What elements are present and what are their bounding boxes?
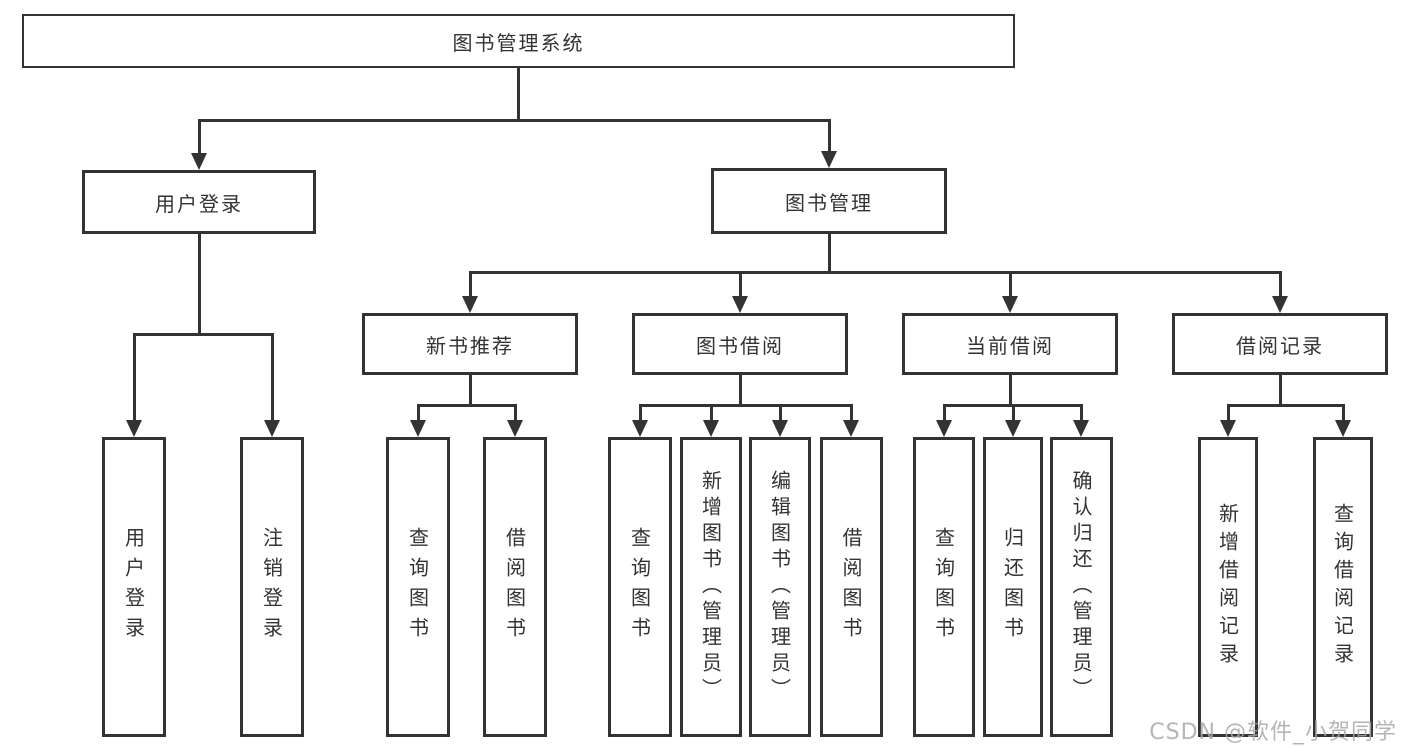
connector-book-borrow-stem <box>739 375 742 407</box>
leaf-label: 编辑图书（管理员） <box>767 470 792 704</box>
arrowhead-bb-add <box>703 420 719 437</box>
connector-user-login-rail <box>133 333 274 336</box>
leaf-label: 借阅图书 <box>502 527 527 647</box>
arrowhead-recommend-query <box>410 420 426 437</box>
connector-book-management-stem <box>828 234 831 274</box>
connector-drop-bb-edit <box>779 404 782 421</box>
leaf-recommend-borrow-books: 借阅图书 <box>483 437 547 737</box>
arrowhead-borrow-records <box>1272 296 1288 313</box>
connector-root-rail <box>198 119 831 122</box>
leaf-label: 新增图书（管理员） <box>698 470 723 704</box>
connector-drop-logout <box>271 333 274 421</box>
connector-borrow-records-stem <box>1279 375 1282 407</box>
connector-drop-cb-query <box>943 404 946 421</box>
leaf-current-return-books: 归还图书 <box>983 437 1043 737</box>
arrowhead-bb-query <box>632 420 648 437</box>
arrowhead-book-borrow <box>732 296 748 313</box>
leaf-label: 查询借阅记录 <box>1330 503 1355 671</box>
leaf-records-add-record: 新增借阅记录 <box>1198 437 1258 737</box>
arrowhead-book-management <box>821 151 837 168</box>
arrowhead-cb-query <box>936 420 952 437</box>
node-book-borrow: 图书借阅 <box>632 313 848 375</box>
leaf-label: 用户登录 <box>121 527 146 647</box>
leaf-logout: 注销登录 <box>240 437 304 737</box>
connector-book-borrow-rail <box>639 404 853 407</box>
connector-root-stem <box>517 68 520 121</box>
leaf-current-query-books: 查询图书 <box>913 437 975 737</box>
arrowhead-bb-edit <box>772 420 788 437</box>
connector-drop-cb-confirm <box>1080 404 1083 421</box>
arrowhead-br-add <box>1220 420 1236 437</box>
node-borrow-records: 借阅记录 <box>1172 313 1388 375</box>
leaf-label: 确认归还（管理员） <box>1069 470 1093 704</box>
leaf-borrow-borrow-books: 借阅图书 <box>820 437 883 737</box>
arrowhead-logout <box>264 420 280 437</box>
leaf-borrow-edit-books: 编辑图书（管理员） <box>749 437 811 737</box>
node-book-management: 图书管理 <box>711 168 947 234</box>
connector-recommend-stem <box>469 375 472 407</box>
arrowhead-user-login-leaf <box>126 420 142 437</box>
node-root-library-system: 图书管理系统 <box>22 14 1015 68</box>
connector-drop-current-borrow <box>1009 271 1012 298</box>
connector-drop-book-management <box>828 119 831 152</box>
leaf-current-confirm-return: 确认归还（管理员） <box>1050 437 1113 737</box>
connector-drop-cb-return <box>1012 404 1015 421</box>
leaf-records-query-record: 查询借阅记录 <box>1313 437 1373 737</box>
leaf-label: 归还图书 <box>1000 527 1025 647</box>
node-label: 新书推荐 <box>426 333 514 358</box>
node-label: 当前借阅 <box>966 333 1054 358</box>
node-label: 用户登录 <box>155 191 243 216</box>
connector-drop-recommend-borrow <box>514 404 517 421</box>
leaf-borrow-query-books: 查询图书 <box>608 437 672 737</box>
arrowhead-cb-return <box>1005 420 1021 437</box>
connector-drop-new-book-recommend <box>469 271 472 298</box>
leaf-label: 借阅图书 <box>839 527 863 647</box>
arrowhead-recommend-borrow <box>507 420 523 437</box>
arrowhead-current-borrow <box>1002 296 1018 313</box>
connector-drop-bb-borrow <box>850 404 853 421</box>
arrowhead-user-login <box>191 153 207 170</box>
connector-drop-bb-query <box>639 404 642 421</box>
leaf-label: 查询图书 <box>405 527 430 647</box>
arrowhead-cb-confirm <box>1073 420 1089 437</box>
connector-drop-book-borrow <box>739 271 742 298</box>
leaf-label: 注销登录 <box>259 527 284 647</box>
node-label: 图书管理 <box>785 190 873 215</box>
connector-drop-br-add <box>1227 404 1230 421</box>
connector-drop-br-query <box>1342 404 1345 421</box>
node-label: 借阅记录 <box>1236 333 1324 358</box>
leaf-user-login: 用户登录 <box>102 437 166 737</box>
connector-drop-user-login-leaf <box>133 333 136 421</box>
leaf-label: 查询图书 <box>931 527 956 647</box>
connector-recommend-rail <box>417 404 517 407</box>
node-label: 图书借阅 <box>696 333 784 358</box>
connector-drop-recommend-query <box>417 404 420 421</box>
connector-current-borrow-stem <box>1009 375 1012 407</box>
connector-book-management-rail <box>469 271 1282 274</box>
connector-drop-borrow-records <box>1279 271 1282 298</box>
node-user-login: 用户登录 <box>82 170 316 234</box>
arrowhead-br-query <box>1335 420 1351 437</box>
node-current-borrow: 当前借阅 <box>902 313 1118 375</box>
connector-drop-bb-add <box>710 404 713 421</box>
leaf-borrow-add-books: 新增图书（管理员） <box>680 437 742 737</box>
arrowhead-new-book-recommend <box>462 296 478 313</box>
connector-borrow-records-rail <box>1227 404 1345 407</box>
node-label: 图书管理系统 <box>452 30 585 55</box>
leaf-label: 新增借阅记录 <box>1215 503 1240 671</box>
connector-drop-user-login <box>198 119 201 154</box>
leaf-recommend-query-books: 查询图书 <box>386 437 450 737</box>
connector-user-login-stem <box>198 234 201 336</box>
arrowhead-bb-borrow <box>843 420 859 437</box>
leaf-label: 查询图书 <box>627 527 652 647</box>
node-new-book-recommend: 新书推荐 <box>362 313 578 375</box>
csdn-watermark: CSDN @软件_小贺同学 <box>1149 720 1397 745</box>
